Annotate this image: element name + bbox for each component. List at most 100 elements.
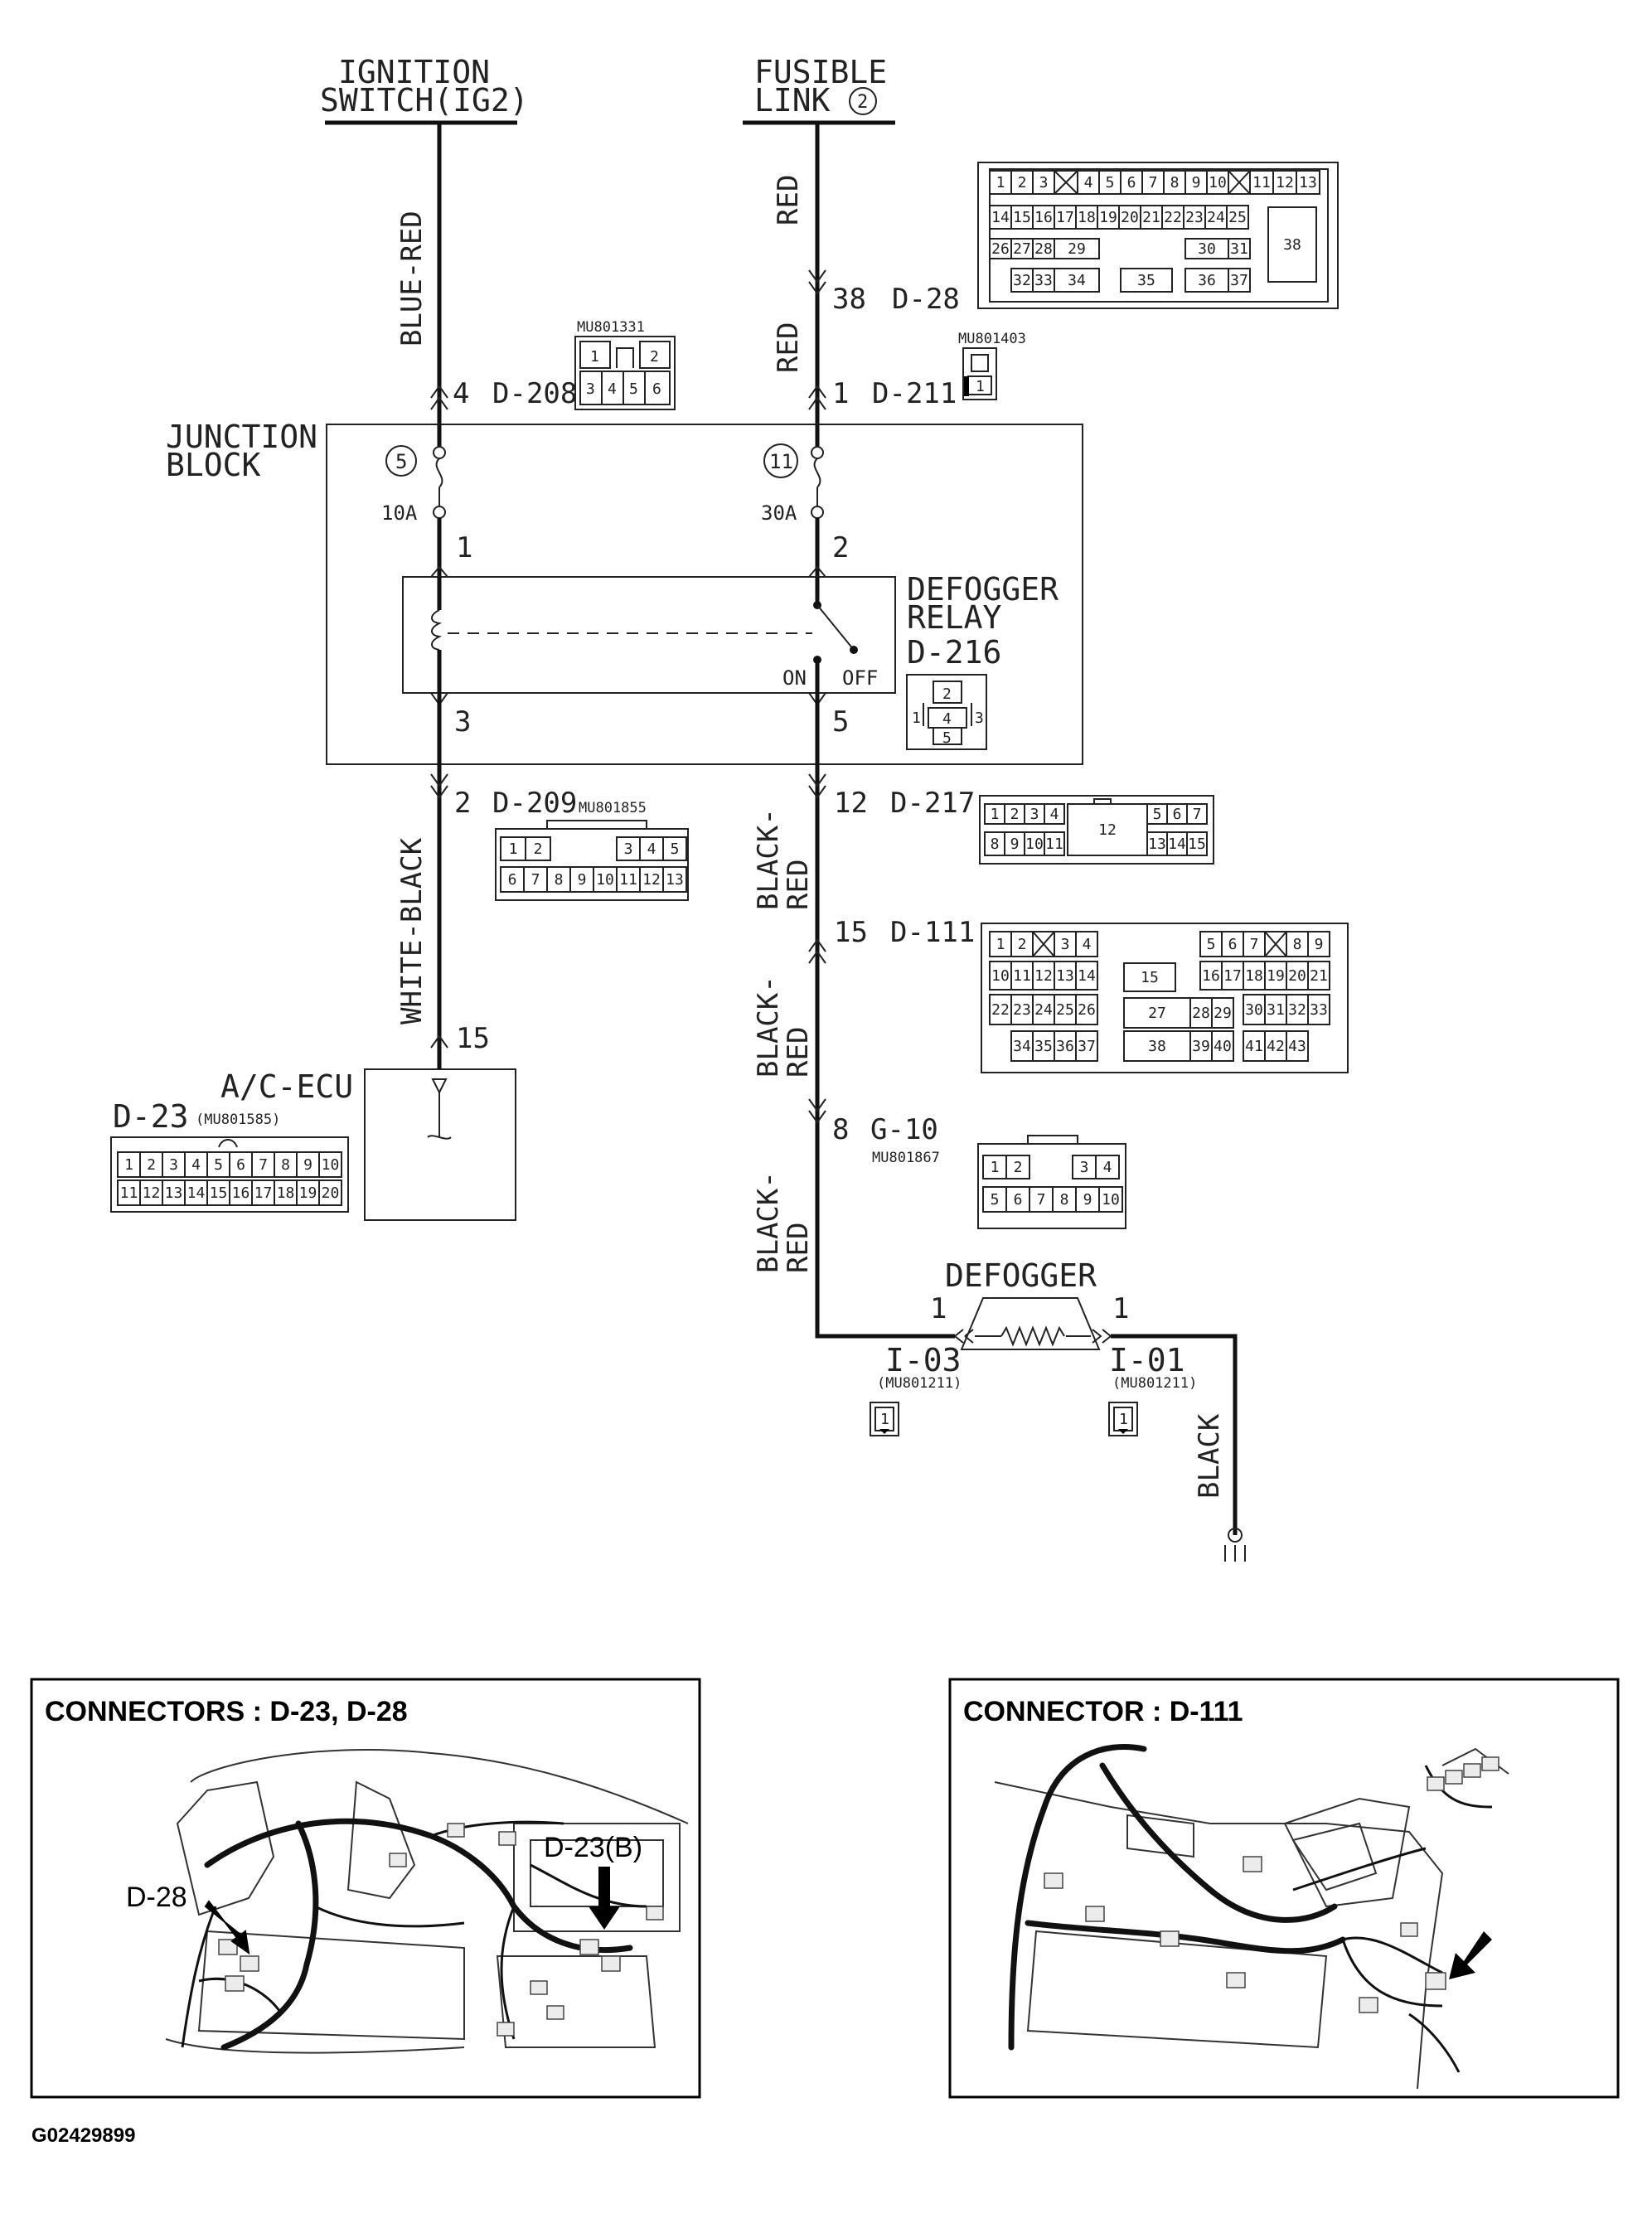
- pin-label: 27: [1013, 240, 1031, 258]
- pin-label: 10: [322, 1156, 340, 1174]
- pin-label: 35: [1034, 1038, 1053, 1055]
- d208-pin: 4: [453, 377, 469, 410]
- pin-label: 11: [1045, 836, 1063, 853]
- pin-label: 3: [624, 840, 633, 858]
- pin-cell: [1075, 931, 1098, 957]
- svg-text:3: 3: [975, 710, 984, 727]
- wire-label-black: BLACK: [1193, 1413, 1226, 1499]
- pin-label: 11: [619, 871, 637, 889]
- junction-pin-1: 1: [456, 531, 472, 564]
- pin-cell: [318, 1151, 342, 1178]
- ground-symbol: [1224, 1528, 1246, 1562]
- pin-label: 22: [991, 1001, 1010, 1019]
- pin-label: 30: [1198, 240, 1216, 258]
- pin-label: 7: [1149, 174, 1158, 191]
- pin-cell: [1005, 1155, 1030, 1179]
- pin-label: 5: [1106, 174, 1115, 191]
- pin-label: 7: [1037, 1191, 1046, 1209]
- pin-label: 7: [259, 1156, 268, 1174]
- pin-label: 8: [281, 1156, 290, 1174]
- relay-on-label: ON: [782, 666, 807, 690]
- pin-label: 8: [1293, 936, 1302, 953]
- fuse-left-number: 5: [395, 450, 407, 473]
- pin-label: 30: [1245, 1001, 1263, 1019]
- svg-text:2: 2: [650, 348, 659, 366]
- fuse-left-amp: 10A: [381, 501, 418, 525]
- relay-coil: [431, 609, 443, 651]
- pin-label: 4: [1050, 806, 1059, 823]
- pin-label: 41: [1245, 1038, 1263, 1055]
- d28-name: D-28: [892, 283, 960, 316]
- arrow-d28-icon: [204, 1900, 250, 1955]
- pin-label: 24: [1207, 209, 1225, 226]
- d111-pin: 15: [834, 916, 868, 949]
- pin-label: 32: [1013, 272, 1031, 289]
- pin-label: 1: [996, 174, 1005, 191]
- pin-label: 9: [1010, 836, 1020, 853]
- wire-label-red-top: RED: [772, 175, 805, 225]
- callout-d28: D-28: [126, 1882, 187, 1913]
- pin-label: 1: [991, 806, 1000, 823]
- pin-label: 29: [1214, 1005, 1232, 1022]
- pin-label: 6: [508, 871, 517, 889]
- pin-cell: [662, 836, 687, 861]
- pin-label: 16: [1202, 967, 1220, 985]
- pin-label: 10: [1209, 174, 1227, 191]
- pin-label: 20: [322, 1184, 340, 1202]
- fusible-link-label: FUSIBLE LINK 2: [743, 54, 895, 125]
- pin-label: 17: [1223, 967, 1242, 985]
- pin-label: 26: [991, 240, 1010, 258]
- svg-text:2: 2: [942, 685, 952, 703]
- wire-label-black-red-2b: RED: [782, 1027, 815, 1078]
- pin-label: 13: [1299, 174, 1317, 191]
- wire-black: [1111, 1334, 1238, 1535]
- pin-label: 15: [1013, 209, 1031, 226]
- pin-label: 18: [1245, 967, 1263, 985]
- d23-name: D-23: [113, 1098, 189, 1135]
- d23-part: (MU801585): [196, 1112, 280, 1128]
- junction-pin-5: 5: [832, 705, 849, 739]
- svg-text:1: 1: [590, 348, 599, 366]
- connector-i01-face: 1: [1108, 1402, 1138, 1436]
- pin-label: 17: [1056, 209, 1074, 226]
- g10-part: MU801867: [872, 1150, 940, 1166]
- pin-label: 18: [277, 1184, 295, 1202]
- pin-cell: [525, 836, 551, 861]
- pin-cell: [1211, 1030, 1234, 1062]
- pin-label: 23: [1013, 1001, 1031, 1019]
- defogger-pin-right: 1: [1112, 1292, 1129, 1325]
- i03-name: I-03: [885, 1342, 962, 1378]
- pin-cell: [1228, 268, 1251, 293]
- blank-cavity-mark: [1054, 170, 1078, 195]
- pin-cell: [1075, 961, 1098, 991]
- pin-label: 5: [1207, 936, 1216, 953]
- junction-pin-3: 3: [454, 705, 471, 739]
- pin-cell: [1054, 268, 1100, 293]
- pin-label: 5: [671, 840, 680, 858]
- d209-part: MU801855: [579, 800, 647, 816]
- fuse-right-number: 11: [769, 450, 793, 473]
- pin-label: 11: [1013, 967, 1031, 985]
- connector-d28-face: [977, 162, 1339, 309]
- d217-pin: 12: [834, 787, 868, 820]
- wire-black-red: [815, 764, 955, 1339]
- pin-label: 19: [299, 1184, 317, 1202]
- pin-label: 29: [1068, 240, 1086, 258]
- svg-text:4: 4: [608, 380, 617, 398]
- fuse-right-number-circle: [763, 443, 798, 478]
- pin-label: 6: [1127, 174, 1136, 191]
- pin-label: 1: [509, 840, 518, 858]
- fusible-line-2: LINK: [754, 82, 831, 119]
- pin-label: 5: [1153, 806, 1162, 823]
- connector-d216-face: 2 1 4 3 5: [906, 674, 987, 750]
- d211-pin: 1: [832, 377, 849, 410]
- pin-label: 12: [1276, 174, 1294, 191]
- fusible-number-circle: [849, 87, 877, 115]
- i03-part: (MU801211): [877, 1375, 962, 1392]
- pin-cell: [1098, 1186, 1123, 1213]
- pin-label: 33: [1034, 272, 1053, 289]
- pin-label: 8: [991, 836, 1000, 853]
